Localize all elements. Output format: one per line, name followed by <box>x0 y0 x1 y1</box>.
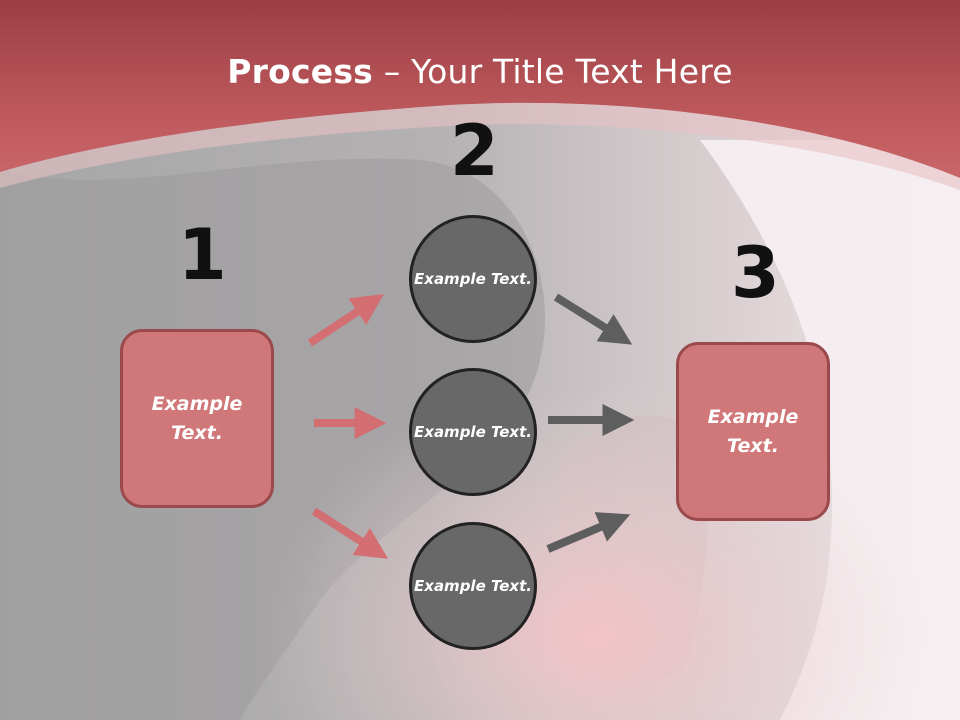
circle-middle: Example Text. <box>409 368 537 496</box>
arrow-start-to-top <box>307 294 385 347</box>
circle-bottom-label: Example Text. <box>414 576 532 595</box>
arrow-bottom-to-end <box>546 512 631 553</box>
arrow-top-to-end <box>553 293 633 345</box>
step-number-2: 2 <box>450 110 499 192</box>
circle-top-label: Example Text. <box>414 269 532 288</box>
slide-title: Process – Your Title Text Here <box>0 52 960 91</box>
end-box-label: Example Text. <box>707 405 799 457</box>
circle-middle-label: Example Text. <box>414 422 532 441</box>
title-rest: – Your Title Text Here <box>373 52 733 91</box>
start-box-label: Example Text. <box>151 392 243 444</box>
circle-bottom: Example Text. <box>409 522 537 650</box>
step-number-1: 1 <box>178 214 227 296</box>
circle-top: Example Text. <box>409 215 537 343</box>
step-number-3: 3 <box>731 232 780 314</box>
end-box: Example Text. <box>676 342 830 521</box>
arrow-start-to-bottom <box>311 507 389 559</box>
title-bold: Process <box>227 52 374 91</box>
start-box: Example Text. <box>120 329 274 508</box>
